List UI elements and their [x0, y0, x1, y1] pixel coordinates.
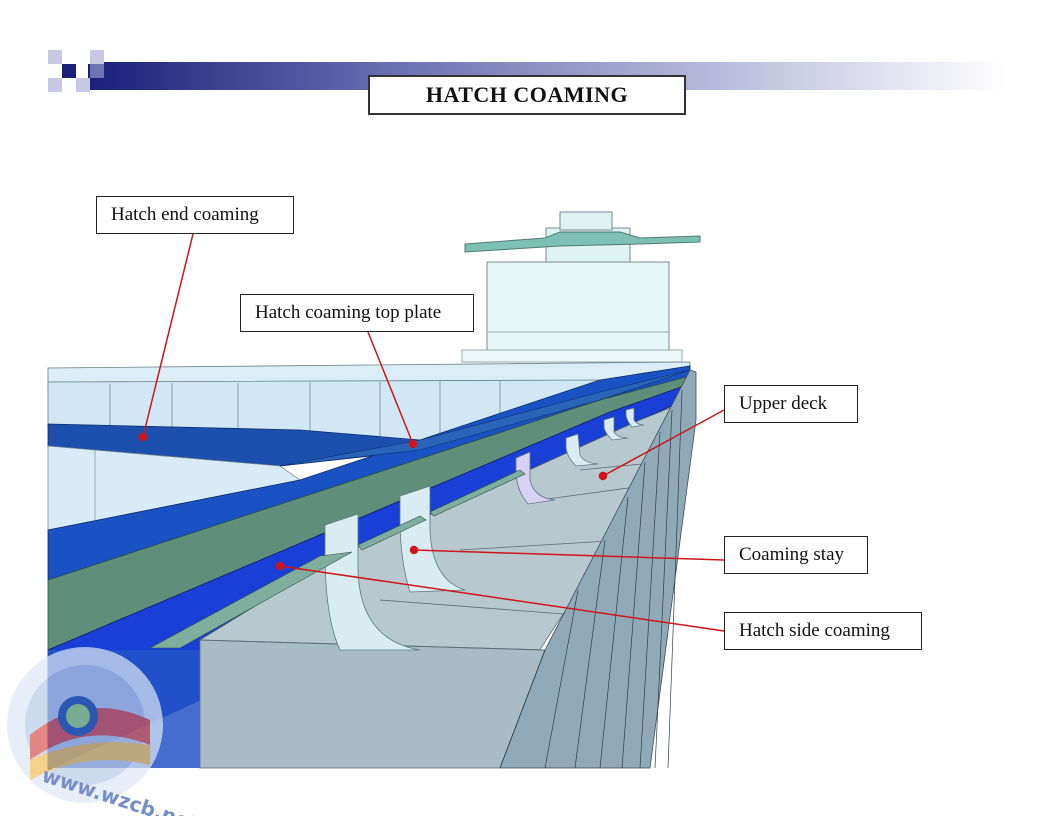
header-square	[76, 50, 90, 64]
header-square	[76, 78, 90, 92]
leader-side-coaming	[279, 565, 725, 632]
header-square	[90, 64, 104, 78]
callout-hatch-end-coaming: Hatch end coaming	[96, 196, 294, 234]
callout-coaming-stay: Coaming stay	[724, 536, 868, 574]
leader-upper-deck	[602, 409, 725, 477]
leader-hatch-end	[142, 233, 194, 438]
leader-lines	[138, 233, 725, 632]
page-title: HATCH COAMING	[368, 75, 686, 115]
header-square	[62, 64, 76, 78]
leader-top-plate	[367, 331, 414, 445]
header-square	[48, 50, 62, 64]
callout-hatch-side-coaming: Hatch side coaming	[724, 612, 922, 650]
superstructure	[461, 211, 701, 363]
deck-plating-near	[199, 639, 546, 769]
side-coaming-stiffeners	[149, 469, 526, 649]
callout-upper-deck: Upper deck	[724, 385, 858, 423]
coaming-stays	[324, 407, 645, 651]
header-square	[90, 50, 104, 64]
callout-hatch-coaming-top-plate: Hatch coaming top plate	[240, 294, 474, 332]
header-square	[48, 78, 62, 92]
leader-coaming-stay	[413, 549, 725, 561]
